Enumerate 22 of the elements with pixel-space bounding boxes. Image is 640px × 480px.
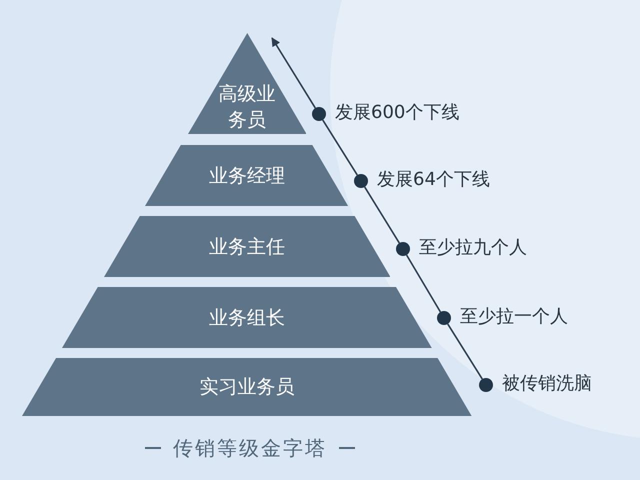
level-note: 至少拉九个人 bbox=[419, 236, 527, 260]
dot-marker bbox=[354, 174, 368, 188]
pyramid-tier bbox=[188, 33, 306, 134]
diagram-title: 传销等级金字塔 bbox=[173, 435, 327, 462]
dot-marker bbox=[312, 107, 326, 121]
pyramid-tier bbox=[22, 358, 472, 416]
pyramid-tier bbox=[62, 287, 432, 348]
level-note: 发展64个下线 bbox=[377, 168, 490, 192]
tier-label: 实习业务员 bbox=[199, 375, 294, 400]
tier-label: 业务经理 bbox=[208, 164, 285, 188]
level-note: 发展600个下线 bbox=[335, 101, 460, 125]
pyramid-tier bbox=[104, 216, 390, 277]
pyramid-tier bbox=[145, 145, 349, 206]
level-note: 被传销洗脑 bbox=[502, 372, 592, 396]
tier-label: 业务主任 bbox=[208, 234, 285, 260]
dot-marker bbox=[437, 311, 451, 325]
dot-marker bbox=[479, 378, 493, 392]
level-note: 至少拉一个人 bbox=[460, 305, 568, 329]
dot-marker bbox=[396, 242, 410, 256]
arrow-line bbox=[271, 37, 316, 108]
tier-label: 高级业务员 bbox=[217, 82, 276, 133]
tier-label: 业务组长 bbox=[208, 306, 285, 330]
